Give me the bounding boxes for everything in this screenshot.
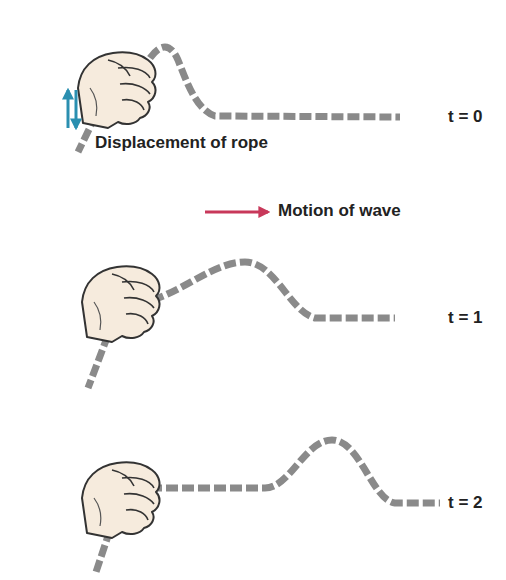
hand	[78, 52, 155, 128]
hand	[82, 462, 159, 538]
rope	[78, 47, 440, 575]
time-label: t = 2	[448, 493, 483, 513]
motion-arrow	[205, 211, 268, 214]
caption-label: Displacement of rope	[95, 133, 268, 153]
caption-label: Motion of wave	[278, 201, 401, 221]
time-label: t = 0	[448, 107, 483, 127]
hand	[82, 266, 159, 342]
displacement-arrows	[68, 90, 76, 128]
time-label: t = 1	[448, 308, 483, 328]
